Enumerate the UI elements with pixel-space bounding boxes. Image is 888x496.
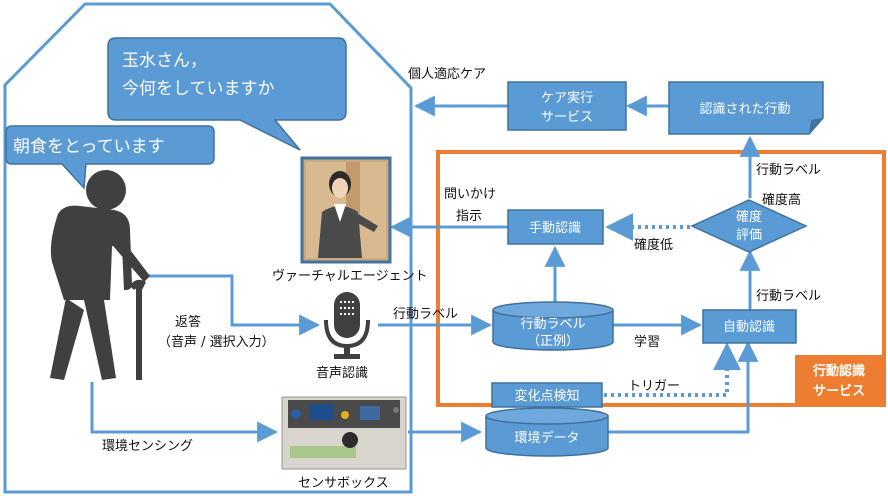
trigger-label: トリガー	[628, 379, 680, 394]
person-speech-text: 朝食をとっています	[13, 137, 165, 157]
auto-recognition-node	[702, 309, 797, 344]
recognized-action-fold	[809, 118, 823, 134]
question-label-line1: 問いかけ	[444, 187, 496, 202]
action-label-top: 行動ラベル	[756, 163, 821, 178]
arrow-change-to-auto	[604, 342, 741, 397]
learning-label: 学習	[634, 334, 660, 350]
service-title-box	[795, 355, 883, 405]
recognized-action-label: 認識された行動	[699, 101, 790, 117]
arrow-person-to-sensor	[90, 382, 279, 443]
sensor-box-caption: センサボックス	[298, 476, 389, 491]
speech-recognition-label: 音声認識	[316, 365, 368, 381]
change-detection-node	[491, 382, 603, 408]
label-store-node	[492, 301, 614, 351]
confidence-high-label: 確度高	[762, 192, 801, 208]
question-label-line2: 指示	[456, 209, 482, 224]
service-title-line1: 行動認識	[812, 363, 865, 379]
service-title-line2: サービス	[813, 383, 865, 399]
person-speech-bubble	[5, 125, 215, 190]
person-with-cane-icon	[50, 170, 150, 380]
care-service-line1: ケア実行	[541, 90, 593, 106]
confidence-eval-node	[690, 199, 808, 253]
virtual-agent-caption: ヴァーチャルエージェント	[272, 268, 428, 284]
virtual-agent-image	[300, 156, 392, 264]
agent-speech-bubble	[107, 37, 347, 151]
recognition-service-border	[436, 150, 886, 407]
manual-recognition-label: 手動認識	[529, 220, 581, 236]
sensor-box-image	[281, 396, 407, 470]
care-service-node	[507, 81, 627, 131]
label-store-line2: （正例）	[527, 334, 579, 349]
microphone-icon	[324, 292, 370, 359]
env-sensing-label: 環境センシング	[102, 439, 193, 454]
care-service-line2: サービス	[541, 110, 593, 125]
auto-recognition-label: 自動認識	[723, 319, 775, 335]
action-label-auto: 行動ラベル	[756, 289, 821, 304]
manual-recognition-node	[507, 209, 604, 245]
confidence-eval-line1: 確度	[736, 209, 762, 225]
agent-speech-line2: 今何をしていますか	[122, 79, 275, 99]
confidence-eval-line2: 評価	[736, 228, 762, 243]
confidence-low-label: 確度低	[634, 237, 673, 253]
reply-label-line1: 返答	[175, 314, 201, 330]
label-store-line1: 行動ラベル	[520, 317, 585, 332]
env-data-label: 環境データ	[514, 430, 579, 446]
arrow-data-to-auto	[608, 340, 759, 434]
arrow-person-to-mic	[147, 274, 321, 336]
env-data-node	[485, 407, 609, 457]
agent-speech-line1: 玉水さん，	[122, 51, 207, 71]
personal-care-label: 個人適応ケア	[408, 66, 486, 82]
home-outline	[3, 2, 413, 494]
action-label-to-store: 行動ラベル	[393, 307, 458, 322]
reply-label-line2: （音声 / 選択入力）	[158, 334, 275, 350]
change-detection-label: 変化点検知	[514, 388, 579, 404]
